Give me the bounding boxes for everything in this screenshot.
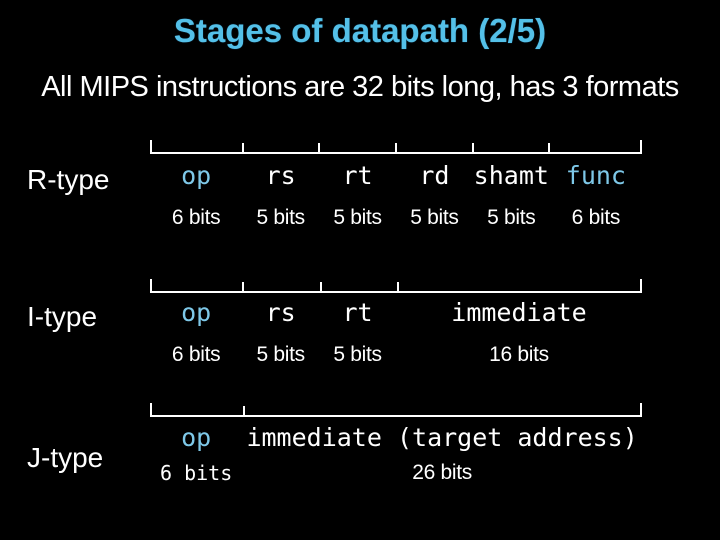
bit-width-rt: 5 bits [333, 206, 382, 229]
field-name-shamt: shamt [473, 161, 549, 190]
ruler-segment [397, 282, 640, 291]
bit-width-shamt: 5 bits [487, 206, 536, 229]
format-label-jtype: J-type [27, 442, 104, 473]
field-name-rd: rd [419, 161, 450, 190]
ruler-segment [241, 143, 319, 152]
bit-width-rd: 5 bits [410, 206, 459, 229]
bit-width-rs: 5 bits [256, 206, 305, 229]
bit-width-rs: 5 bits [256, 343, 305, 366]
field-name-op: op [181, 161, 212, 190]
field-name-immediate: immediate [451, 298, 587, 327]
ruler-segment [152, 143, 242, 152]
slide-subtitle: All MIPS instructions are 32 bits long, … [41, 71, 679, 103]
ruler-segment [395, 143, 472, 152]
field-names-rtype: op rs rt rd shamt func [150, 161, 642, 190]
field-name-rt: rt [342, 161, 373, 190]
bit-widths-itype: 6 bits 5 bits 5 bits 16 bits [150, 343, 642, 367]
bit-width-immediate: 16 bits [489, 343, 549, 366]
field-name-rs: rs [265, 298, 296, 327]
field-name-rs: rs [265, 161, 296, 190]
ruler-segment [242, 282, 319, 291]
slide-title: Stages of datapath (2/5) [173, 12, 547, 49]
ruler-segment [318, 143, 395, 152]
bit-widths-jtype: 6 bits 26 bits [150, 461, 642, 485]
format-label-itype: I-type [27, 301, 98, 332]
format-label-rtype: R-type [27, 164, 110, 195]
field-name-rt: rt [342, 298, 373, 327]
ruler-segment [548, 143, 640, 152]
field-names-itype: op rs rt immediate [150, 298, 642, 327]
bit-width-func: 6 bits [571, 206, 621, 229]
field-names-jtype: op immediate (target address) [150, 423, 642, 452]
ruler-segment [243, 406, 640, 415]
field-name-func: func [565, 161, 626, 190]
ruler-segment [319, 282, 397, 291]
bit-ruler-jtype [150, 403, 642, 417]
ruler-segment [471, 143, 549, 152]
bit-ruler-itype [150, 279, 642, 293]
bit-width-op: 6 bits [160, 461, 233, 485]
bit-width-immediate-target-address: 26 bits [412, 461, 473, 484]
field-name-op: op [181, 423, 212, 452]
ruler-segment [152, 406, 243, 415]
field-name-op: op [181, 298, 212, 327]
bit-ruler-rtype [150, 140, 642, 154]
ruler-segment [152, 282, 242, 291]
bit-width-op: 6 bits [171, 343, 221, 366]
field-name-immediate-target-address: immediate (target address) [246, 423, 638, 452]
bit-widths-rtype: 6 bits 5 bits 5 bits 5 bits 5 bits 6 bit… [150, 206, 642, 230]
bit-width-rt: 5 bits [333, 343, 382, 366]
bit-width-op: 6 bits [171, 206, 221, 229]
